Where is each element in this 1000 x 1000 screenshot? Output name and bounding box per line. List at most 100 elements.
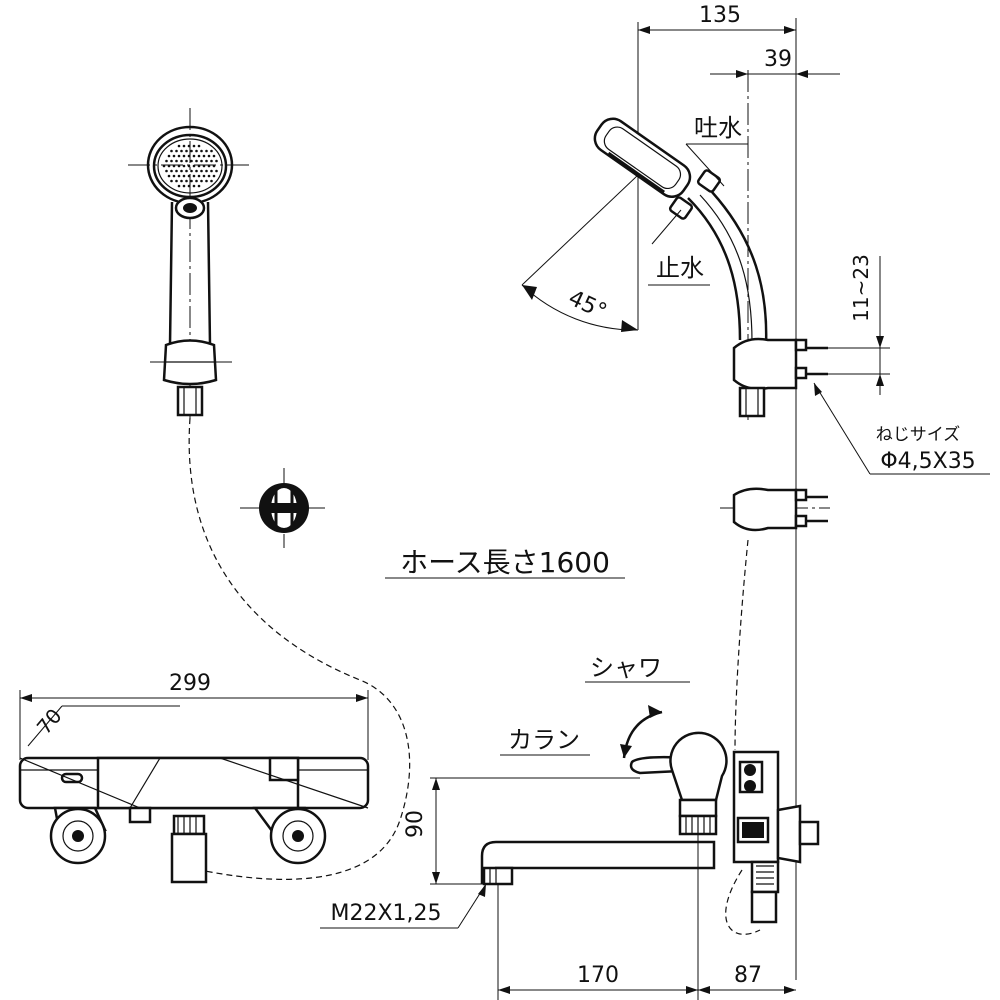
spray-hole — [197, 164, 201, 168]
dim-135-label: 135 — [699, 3, 741, 28]
spray-hole — [185, 169, 188, 173]
spray-label: 吐水 — [694, 114, 742, 142]
spray-hole — [190, 149, 193, 153]
spray-hole — [177, 154, 181, 158]
spray-hole — [197, 174, 201, 178]
spray-hole — [165, 169, 168, 173]
spray-hole — [202, 164, 206, 168]
spray-hole — [182, 164, 186, 168]
spray-hole — [207, 154, 211, 158]
spray-hole — [200, 149, 203, 153]
dim-87-label: 87 — [734, 963, 762, 988]
spray-hole — [182, 184, 186, 188]
faucet-label: カラン — [508, 726, 580, 754]
spray-hole — [187, 144, 191, 148]
dim-90-label: 90 — [403, 810, 428, 838]
spray-hole — [192, 174, 196, 178]
thread-size-label: M22X1,25 — [330, 901, 441, 926]
spray-hole — [200, 159, 203, 163]
hand-shower-front-view — [128, 108, 250, 418]
spray-hole — [182, 144, 186, 148]
spray-hole — [197, 144, 201, 148]
spray-hole — [202, 154, 206, 158]
spray-hole — [197, 184, 201, 188]
dim-170-label: 170 — [577, 963, 619, 988]
spray-hole — [177, 144, 181, 148]
spray-hole — [180, 149, 183, 153]
spray-hole — [172, 164, 176, 168]
spray-hole — [187, 184, 191, 188]
spray-hole — [210, 169, 213, 173]
spray-hole — [170, 149, 173, 153]
spray-hole — [187, 174, 191, 178]
spray-hole — [212, 154, 216, 158]
spray-holes — [162, 144, 218, 188]
spray-hole — [212, 164, 216, 168]
top-dimensions — [638, 26, 840, 78]
spray-hole — [185, 159, 188, 163]
spray-hole — [175, 159, 178, 163]
shower-side-view — [521, 18, 990, 980]
spray-hole — [210, 159, 213, 163]
spray-hole — [185, 149, 188, 153]
spray-hole — [165, 159, 168, 163]
spray-hole — [210, 149, 213, 153]
mixer-unit-front-view — [18, 690, 370, 884]
bottom-dimensions — [320, 777, 796, 1000]
angle-45-label: 45° — [564, 286, 610, 325]
spray-hole — [192, 144, 196, 148]
spray-hole — [182, 174, 186, 178]
hose-cross-section — [240, 468, 325, 548]
spray-hole — [167, 174, 171, 178]
spray-hole — [202, 174, 206, 178]
spray-hole — [175, 179, 178, 183]
spray-hole — [205, 159, 208, 163]
spray-hole — [175, 169, 178, 173]
spray-hole — [170, 179, 173, 183]
screw-size-value: Φ4,5X35 — [880, 449, 975, 474]
spray-hole — [205, 169, 208, 173]
spray-hole — [195, 149, 198, 153]
dim-70-label: 70 — [32, 704, 67, 739]
spray-hole — [180, 179, 183, 183]
spray-hole — [207, 164, 211, 168]
screw-size-label: ねじサイズ — [876, 425, 961, 445]
dim-299-label: 299 — [169, 671, 211, 696]
spray-hole — [197, 154, 201, 158]
spray-hole — [185, 179, 188, 183]
spray-hole — [172, 174, 176, 178]
spray-hole — [190, 159, 193, 163]
spray-hole — [212, 174, 216, 178]
spray-hole — [180, 169, 183, 173]
spray-hole — [192, 184, 196, 188]
spray-hole — [195, 159, 198, 163]
faucet-side-view — [480, 705, 820, 924]
spray-hole — [195, 169, 198, 173]
spray-hole — [200, 169, 203, 173]
spray-hole — [215, 159, 218, 163]
spray-hole — [210, 179, 213, 183]
spray-hole — [177, 174, 181, 178]
spray-hole — [205, 149, 208, 153]
dim-11-23-label: 11~23 — [849, 254, 873, 322]
spray-hole — [207, 174, 211, 178]
spray-hole — [195, 179, 198, 183]
spray-hole — [180, 159, 183, 163]
spray-hole — [187, 154, 191, 158]
spray-hole — [215, 169, 218, 173]
spray-hole — [170, 169, 173, 173]
stop-label: 止水 — [656, 254, 704, 282]
spray-hole — [172, 154, 176, 158]
hose-path — [188, 417, 411, 880]
spray-hole — [200, 179, 203, 183]
dim-39-label: 39 — [764, 47, 792, 72]
spray-hole — [187, 164, 191, 168]
spray-hole — [162, 164, 166, 168]
spray-hole — [190, 179, 193, 183]
shower-label: シャワ — [590, 654, 662, 682]
spray-hole — [182, 154, 186, 158]
spray-hole — [177, 164, 181, 168]
spray-hole — [177, 184, 181, 188]
spray-hole — [175, 149, 178, 153]
